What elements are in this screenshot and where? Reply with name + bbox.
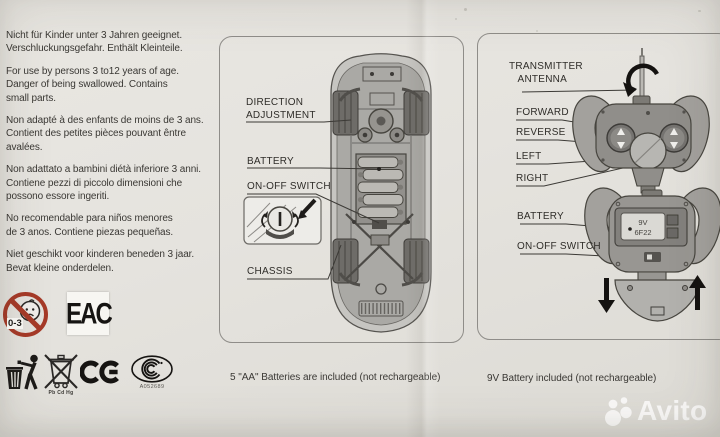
- warning-dutch: Niet geschikt voor kinderen beneden 3 ja…: [6, 249, 195, 274]
- avito-watermark: Avito: [604, 393, 707, 429]
- car-label-chassis: CHASSIS: [247, 266, 293, 277]
- chassis-brace: [345, 213, 414, 295]
- transmitter-label-antenna: TRANSMITTER ANTENNA: [509, 61, 583, 85]
- transmitter-label-reverse: REVERSE: [516, 127, 566, 138]
- 9v-battery: [620, 212, 666, 241]
- warning-english: For use by persons 3 to12 years of age. …: [6, 65, 179, 104]
- transmitter-diagram-panel: TRANSMITTER ANTENNA FORWARD REVERSE LEFT…: [477, 33, 720, 340]
- battery-pointer-dot: [377, 167, 381, 171]
- gearbox: [370, 234, 390, 246]
- ccc-code-label: A052689: [139, 384, 165, 390]
- tidyman-icon: [6, 354, 38, 390]
- car-label-battery: BATTERY: [247, 156, 294, 167]
- car-diagram-panel: DIRECTION ADJUSTMENT BATTERY ON-OFF SWIT…: [219, 36, 464, 343]
- warning-text-block: Nicht für Kinder unter 3 Jahren geeignet…: [6, 29, 218, 284]
- ccc-mark-icon: [131, 355, 173, 383]
- transmitter-back: [584, 187, 720, 293]
- battery-pointer-dot: [628, 227, 632, 231]
- ce-mark-icon: [80, 360, 119, 384]
- transmitter-label-battery: BATTERY: [517, 211, 564, 222]
- car-label-on-off: ON-OFF SWITCH: [247, 181, 331, 192]
- warning-french: Non adapté à des enfants de moins de 3 a…: [6, 115, 204, 153]
- age-warning-icon: 0-3: [3, 292, 48, 337]
- back-on-off-switch: [644, 252, 661, 262]
- battery-compartment: [355, 153, 407, 229]
- fender-arcs: [338, 87, 424, 287]
- photo-speck: [464, 8, 467, 11]
- heavy-metals-label: Pb Cd Hg: [48, 390, 74, 396]
- car-underside-diagram: [243, 53, 432, 333]
- crossed-bin-icon: [44, 354, 78, 389]
- leader-lines: [246, 119, 380, 280]
- battery-cover: [614, 279, 701, 322]
- transmitter-label-left: LEFT: [516, 151, 542, 162]
- arrow-up: [689, 275, 706, 310]
- transmitter-front: [572, 95, 710, 194]
- steering-mechanism: [357, 66, 405, 143]
- transmitter-diagram: [516, 48, 720, 322]
- transmitter-label-on-off: ON-OFF SWITCH: [517, 241, 601, 252]
- avito-wordmark: Avito: [637, 395, 708, 426]
- dpad-right: [659, 123, 689, 153]
- arrow-down: [598, 278, 615, 313]
- battery-type-label: 9V 6F22: [634, 218, 652, 237]
- photo-speck: [698, 10, 701, 12]
- photo-speck: [455, 18, 457, 20]
- warning-spanish: No recomendable para niños menores de 3 …: [6, 213, 174, 238]
- aa-batteries-note: 5 "AA" Batteries are included (not recha…: [230, 372, 441, 383]
- transmitter-label-forward: FORWARD: [516, 107, 569, 118]
- warning-italian: Non adattato a bambini diétà inferiore 3…: [6, 164, 201, 203]
- switch-inset: [243, 196, 322, 245]
- eac-letters: EAC: [65, 295, 113, 331]
- age-range-label: 0-3: [7, 318, 23, 329]
- rear-grille: [358, 300, 404, 317]
- warning-german: Nicht für Kinder unter 3 Jahren geeignet…: [6, 30, 183, 55]
- chassis-on-off-switch: [372, 220, 387, 229]
- photo-speck: [536, 30, 538, 32]
- transmitter-label-right: RIGHT: [516, 173, 549, 184]
- avito-logo-icon: [605, 397, 632, 426]
- prohibition-ring: [3, 292, 48, 337]
- car-label-direction: DIRECTION ADJUSTMENT: [246, 97, 316, 121]
- eac-mark: EAC: [65, 292, 113, 335]
- 9v-battery-note: 9V Battery included (not rechargeable): [487, 373, 657, 384]
